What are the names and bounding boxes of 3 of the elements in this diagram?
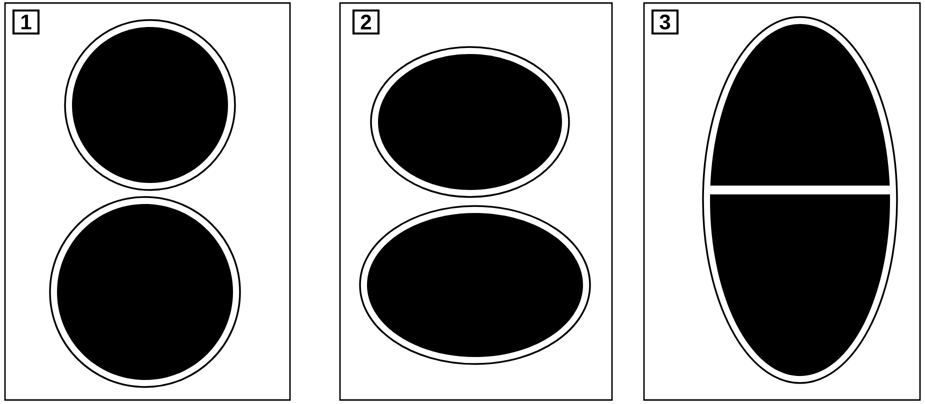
panel-number: 3: [651, 9, 679, 35]
panel-number: 2: [352, 9, 380, 35]
panel-number: 1: [12, 9, 40, 35]
